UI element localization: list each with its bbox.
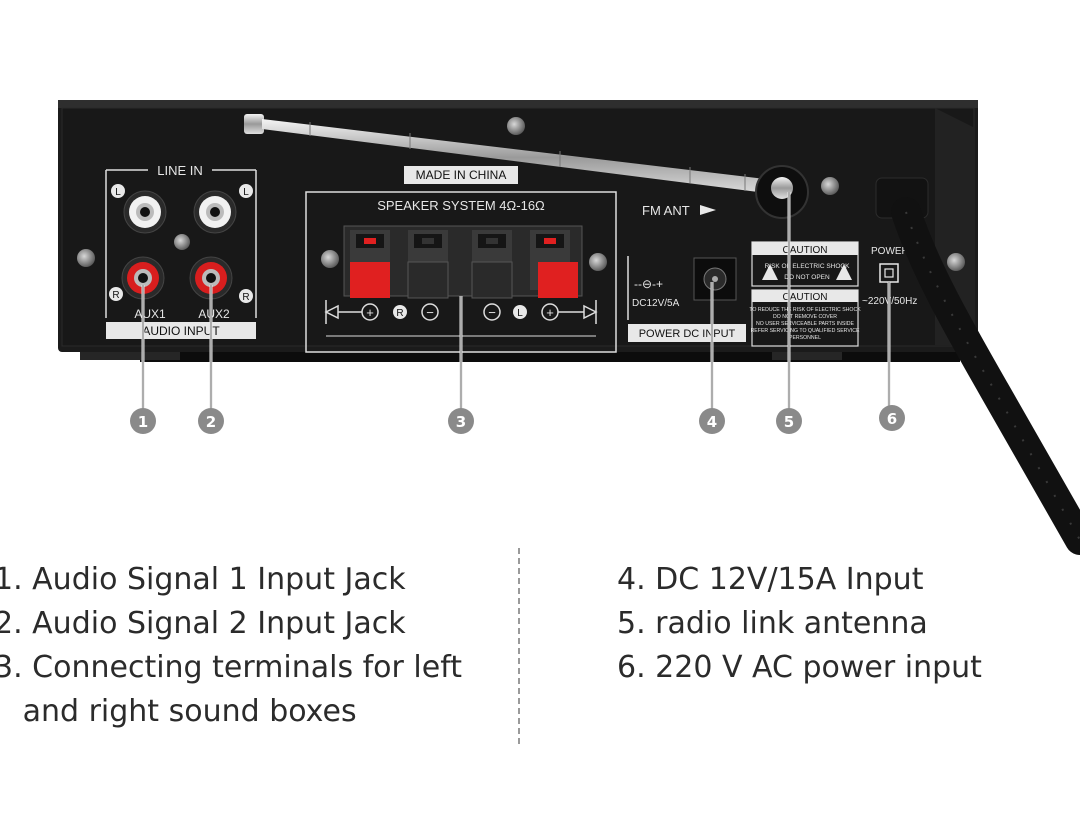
- callout-badge-3: 3: [448, 408, 474, 434]
- made-in-china-label: MADE IN CHINA: [416, 168, 507, 182]
- dc-polarity-icon: --⊖-+: [634, 277, 663, 291]
- legend-right: 4. DC 12V/15A Input 5. radio link antenn…: [617, 558, 1057, 690]
- power-label: POWER: [871, 246, 909, 257]
- screw-icon: [507, 117, 525, 135]
- caution-title: CAUTION: [783, 245, 828, 256]
- terminal-red: [538, 262, 578, 298]
- svg-text:+: +: [546, 305, 554, 320]
- panel-screws: [77, 117, 965, 271]
- legend-item: 4. DC 12V/15A Input: [617, 562, 924, 597]
- warning-icon: [762, 264, 778, 280]
- minus-icon: [483, 303, 501, 321]
- screw-icon: [947, 253, 965, 271]
- svg-text:TO REDUCE THE RISK OF ELECTRIC: TO REDUCE THE RISK OF ELECTRIC SHOCK: [749, 307, 861, 313]
- fm-antenna[interactable]: [244, 114, 809, 219]
- caution2-title: CAUTION: [783, 292, 828, 303]
- svg-text:DO NOT OPEN: DO NOT OPEN: [784, 274, 830, 281]
- audio-input-label: AUDIO INPUT: [142, 324, 220, 338]
- svg-text:3: 3: [456, 413, 466, 431]
- arrow-right-icon: [700, 205, 716, 215]
- legend-divider: [518, 548, 520, 744]
- fm-ant-label: FM ANT: [642, 203, 690, 218]
- speaker-system-label: SPEAKER SYSTEM 4Ω-16Ω: [377, 198, 545, 213]
- caution-labels: CAUTION RISK OF ELECTRIC SHOCK DO NOT OP…: [749, 241, 861, 347]
- screw-icon: [77, 249, 95, 267]
- callout-badge-6: 6: [879, 405, 905, 431]
- legend-item: 2. Audio Signal 2 Input Jack: [0, 606, 406, 641]
- rca-jack-aux2-right[interactable]: [189, 256, 233, 300]
- svg-text:6: 6: [887, 410, 897, 428]
- power-cable: [875, 177, 1080, 555]
- minus-icon: [421, 303, 439, 321]
- speaker-terminals[interactable]: [343, 225, 583, 299]
- screw-icon: [321, 250, 339, 268]
- svg-text:4: 4: [707, 413, 717, 431]
- rca-jack-aux1-right[interactable]: [121, 256, 165, 300]
- channel-l-label: L: [243, 187, 249, 198]
- svg-text:5: 5: [784, 413, 794, 431]
- terminal-red: [350, 262, 390, 298]
- svg-text:−: −: [426, 305, 434, 320]
- svg-text:REFER SERVICING TO QUALIFIED S: REFER SERVICING TO QUALIFIED SERVICE: [751, 328, 860, 334]
- legend-item: and right sound boxes: [0, 694, 357, 729]
- power-dc-input-label: POWER DC INPUT: [639, 328, 736, 340]
- legend-item: 5. radio link antenna: [617, 606, 928, 641]
- callouts: 1 2 3 4 5 6: [130, 192, 905, 434]
- rca-jack-aux1-left[interactable]: [123, 190, 167, 234]
- svg-text:DO NOT REMOVE COVER: DO NOT REMOVE COVER: [773, 314, 837, 320]
- rca-jack-aux2-left[interactable]: [193, 190, 237, 234]
- svg-text:+: +: [366, 305, 374, 320]
- channel-l-label: L: [517, 308, 523, 319]
- callout-badge-5: 5: [776, 408, 802, 434]
- dc-jack[interactable]: [693, 257, 737, 301]
- screw-icon: [821, 177, 839, 195]
- svg-text:−: −: [488, 305, 496, 320]
- dc-input-section: --⊖-+ DC12V/5A POWER DC INPUT: [627, 256, 746, 342]
- svg-text:2: 2: [206, 413, 216, 431]
- legend-item: 6. 220 V AC power input: [617, 650, 982, 685]
- screw-icon: [589, 253, 607, 271]
- warning-icon: [836, 264, 852, 280]
- svg-text:PERSONNEL: PERSONNEL: [789, 335, 821, 341]
- channel-r-label: R: [112, 290, 119, 301]
- aux1-label: AUX1: [134, 307, 166, 321]
- screw-icon: [174, 234, 190, 250]
- plus-icon: [361, 303, 379, 321]
- svg-text:1: 1: [138, 413, 148, 431]
- svg-text:RISK OF ELECTRIC SHOCK: RISK OF ELECTRIC SHOCK: [765, 263, 851, 270]
- channel-r-label: R: [396, 308, 403, 319]
- aux2-label: AUX2: [198, 307, 230, 321]
- dc-rating-label: DC12V/5A: [632, 298, 680, 309]
- svg-text:NO USER SERVICEABLE PARTS INSI: NO USER SERVICEABLE PARTS INSIDE: [756, 321, 855, 327]
- legend-left: 1. Audio Signal 1 Input Jack 2. Audio Si…: [0, 558, 504, 734]
- legend-item: 3. Connecting terminals for left: [0, 650, 462, 685]
- callout-badge-4: 4: [699, 408, 725, 434]
- callout-badge-1: 1: [130, 408, 156, 434]
- audio-input-section: LINE IN L L R R: [105, 163, 257, 339]
- callout-badge-2: 2: [198, 408, 224, 434]
- line-in-label: LINE IN: [157, 163, 203, 178]
- legend-item: 1. Audio Signal 1 Input Jack: [0, 562, 406, 597]
- channel-r-label: R: [242, 292, 249, 303]
- channel-l-label: L: [115, 187, 121, 198]
